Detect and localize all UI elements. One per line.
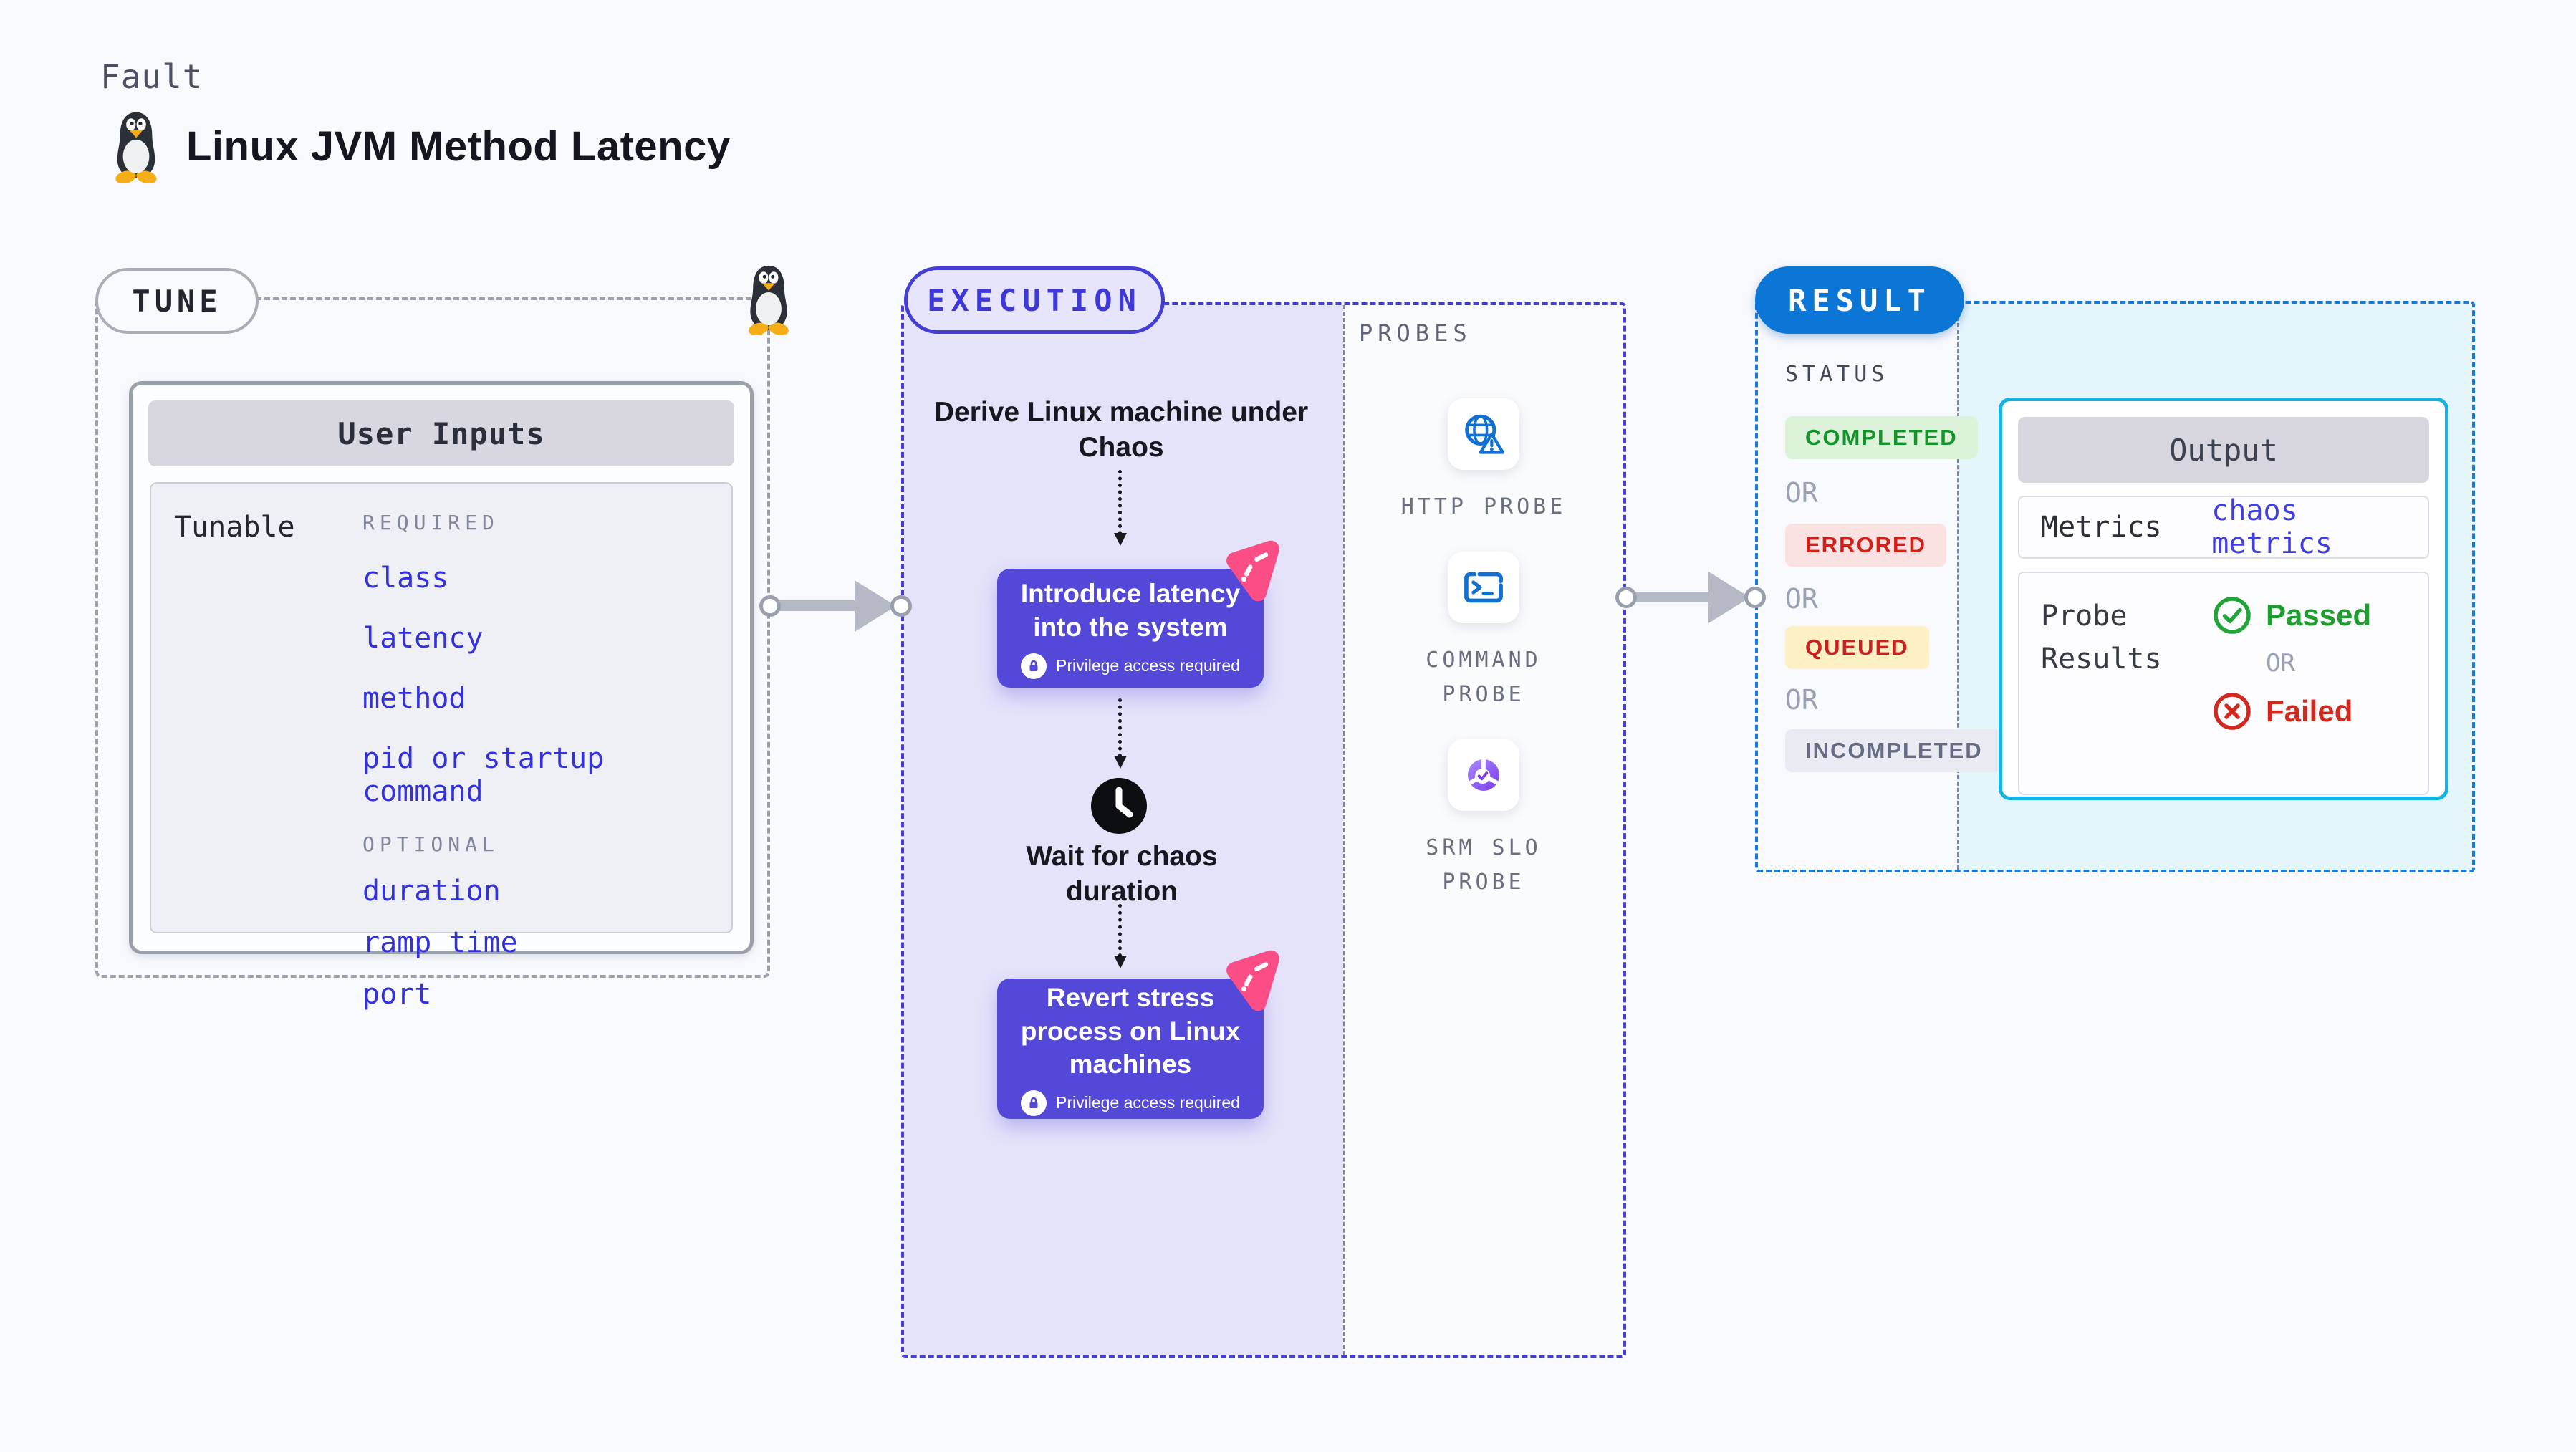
probes-column-label: PROBES: [1359, 319, 1472, 347]
connector-endpoint: [1744, 587, 1766, 608]
http-probe-label: HTTP PROBE: [1400, 494, 1567, 519]
passed-label: Passed: [2266, 598, 2372, 632]
status-or-separator: OR: [1785, 477, 1818, 509]
x-circle-icon: [2214, 693, 2251, 730]
user-inputs-title: User Inputs: [148, 400, 734, 466]
check-circle-icon: [2214, 597, 2251, 634]
chaos-icon: [1221, 948, 1285, 1013]
param-pid-or-startup-command: pid or startup command: [362, 742, 605, 808]
status-column-label: STATUS: [1785, 362, 1889, 387]
connector-arrowhead: [1708, 572, 1750, 623]
result-section-badge: RESULT: [1755, 266, 1964, 334]
connector-endpoint: [759, 595, 781, 617]
command-probe-label: COMMAND PROBE: [1426, 648, 1542, 707]
tune-section-box: [95, 297, 770, 978]
status-badge-errored: ERRORED: [1785, 524, 1947, 567]
connector-line: [1634, 592, 1714, 602]
param-port: port: [362, 978, 432, 1011]
param-method: method: [362, 682, 466, 715]
param-class: class: [362, 562, 449, 595]
execution-section-badge: EXECUTION: [904, 266, 1165, 334]
param-latency: latency: [362, 622, 484, 655]
tunable-table: Tunable REQUIRED class latency method pi…: [150, 482, 733, 1011]
lock-icon: [1021, 1090, 1047, 1116]
introduce-latency-card: Introduce latency into the system Privil…: [997, 569, 1264, 688]
privilege-note: Privilege access required: [1021, 1090, 1240, 1116]
srm-slo-probe-label: SRM SLO PROBE: [1426, 835, 1542, 895]
http-probe-icon: [1465, 414, 1505, 454]
page-title: Linux JVM Method Latency: [186, 122, 731, 170]
http-probe-card: [1448, 398, 1519, 470]
privilege-note: Privilege access required: [1021, 653, 1240, 679]
failed-verdict: Failed: [2213, 692, 2371, 731]
srm-slo-probe-icon: [1466, 756, 1501, 791]
status-or-separator: OR: [1785, 583, 1818, 615]
clock-icon: [1091, 778, 1147, 834]
connector-line: [778, 600, 861, 611]
probes-area: [1343, 305, 1623, 1355]
derive-step-text: Derive Linux machine under Chaos: [933, 397, 1309, 463]
privilege-note-text: Privilege access required: [1056, 1093, 1240, 1112]
param-ramp-time: ramp time: [362, 926, 518, 959]
metrics-label: Metrics: [2041, 511, 2162, 544]
connector-endpoint: [890, 595, 912, 617]
connector-arrowhead: [855, 580, 896, 632]
command-probe-icon: [1464, 572, 1503, 603]
command-probe-card: [1448, 552, 1519, 623]
output-card-title: Output: [2018, 417, 2429, 483]
tunable-params-column: REQUIRED class latency method pid or sta…: [362, 511, 720, 1011]
page-header: Linux JVM Method Latency: [106, 109, 731, 183]
output-card: Output Metrics chaos metrics Probe Resul…: [1999, 398, 2448, 800]
required-group-label: REQUIRED: [362, 511, 499, 534]
failed-label: Failed: [2266, 694, 2353, 728]
action-card-title: Revert stress process on Linux machines: [1020, 983, 1241, 1080]
action-card-title: Introduce latency into the system: [1020, 579, 1241, 642]
privilege-note-text: Privilege access required: [1056, 656, 1240, 675]
chaos-icon: [1221, 539, 1285, 603]
flow-arrow-down: [1114, 904, 1127, 968]
verdict-or-separator: OR: [2266, 649, 2295, 678]
lock-icon: [1021, 653, 1047, 679]
tune-section-badge: TUNE: [95, 268, 259, 334]
tunable-row-label: Tunable: [174, 511, 295, 544]
tux-icon: [747, 265, 790, 335]
status-badge-queued: QUEUED: [1785, 626, 1929, 669]
probe-verdicts: Passed OR Failed: [2213, 595, 2371, 772]
status-badge-incompleted: INCOMPLETED: [1785, 729, 2003, 772]
param-duration: duration: [362, 875, 501, 908]
metrics-row: Metrics chaos metrics: [2018, 494, 2429, 560]
probe-results-label: Probe Results: [2041, 600, 2162, 675]
probe-results-row: Probe Results Passed OR Failed: [2018, 572, 2429, 795]
optional-group-label: OPTIONAL: [362, 832, 499, 856]
user-inputs-card: User Inputs Tunable REQUIRED class laten…: [129, 381, 754, 1011]
srm-slo-probe-card: [1448, 739, 1519, 811]
passed-verdict: Passed: [2213, 596, 2371, 635]
connector-endpoint: [1615, 587, 1637, 608]
fault-kicker: Fault: [100, 57, 203, 96]
metrics-value-link: chaos metrics: [2211, 494, 2332, 560]
revert-stress-card: Revert stress process on Linux machines …: [997, 979, 1264, 1119]
status-badge-completed: COMPLETED: [1785, 416, 1978, 459]
tux-icon: [114, 112, 158, 183]
flow-arrow-down: [1114, 698, 1127, 769]
wait-step-text: Wait for chaos duration: [1026, 841, 1218, 907]
flow-arrow-down: [1114, 470, 1127, 546]
status-or-separator: OR: [1785, 684, 1818, 716]
